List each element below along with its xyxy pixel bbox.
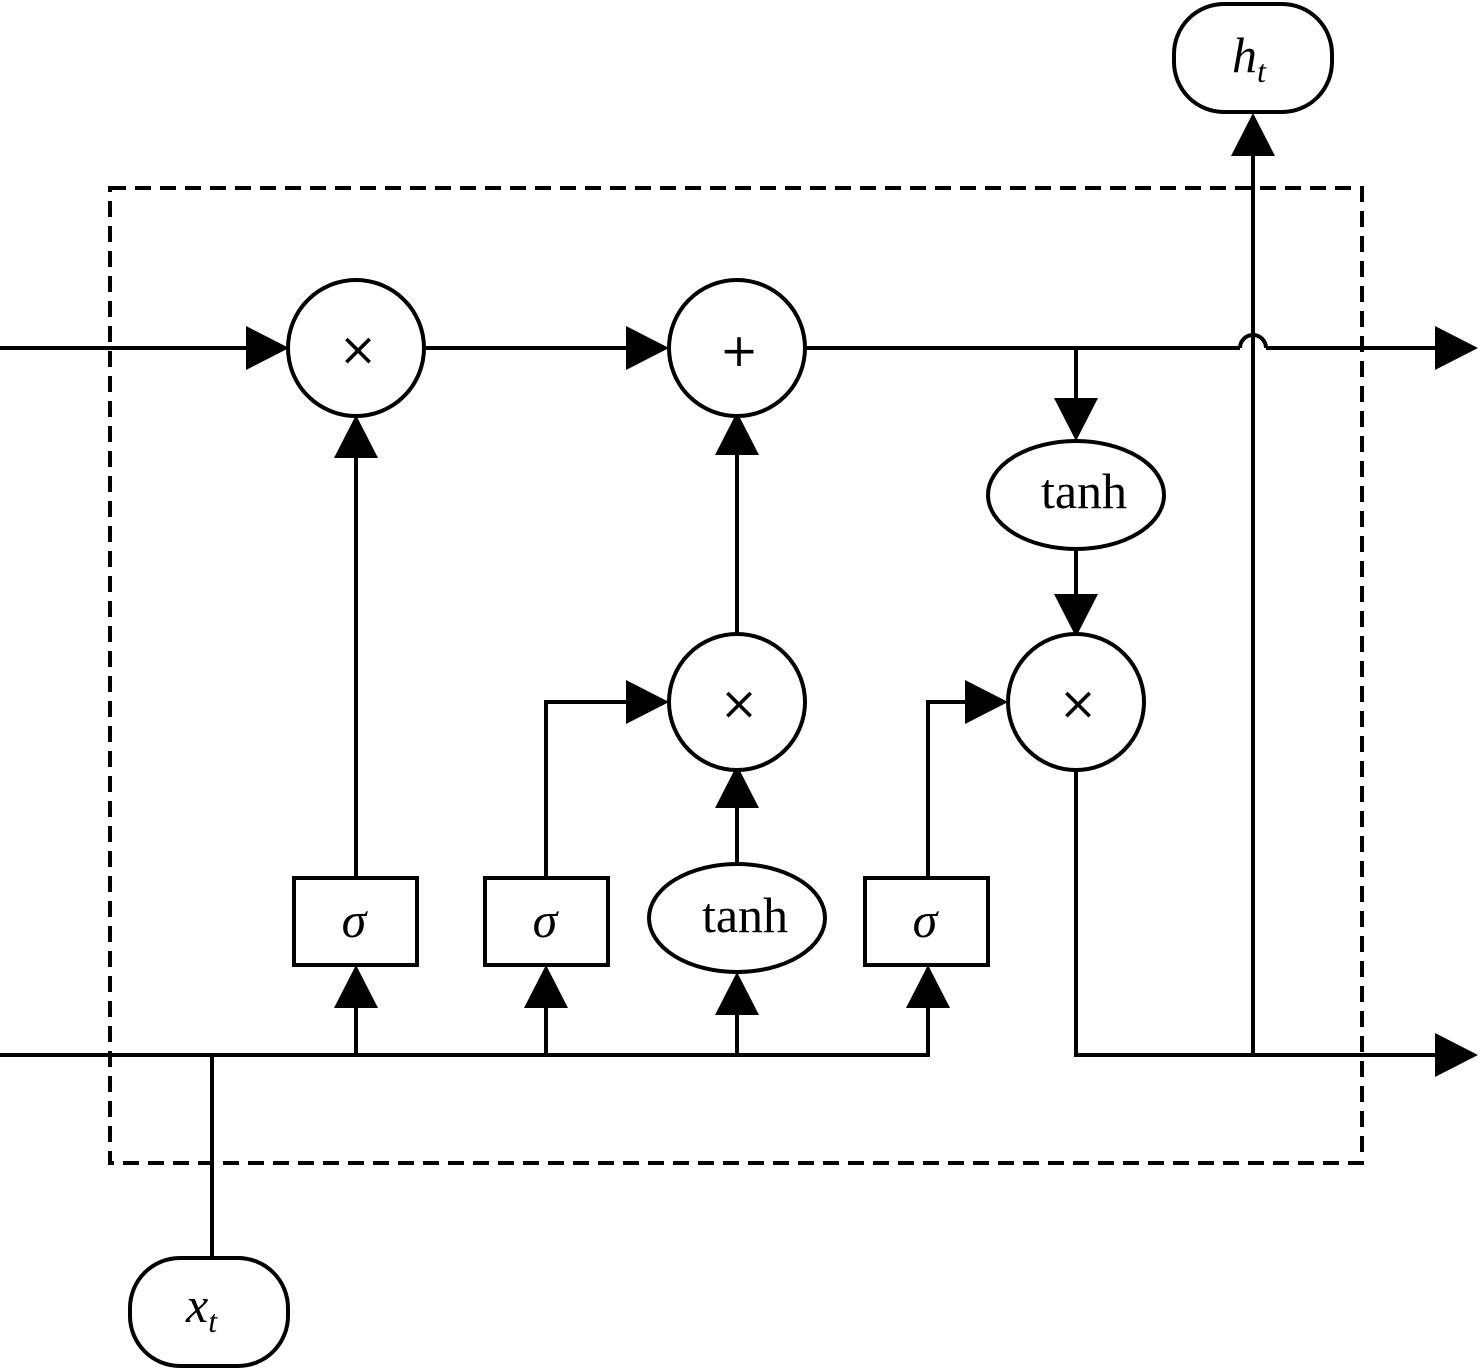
arrow-into-forget-gate xyxy=(334,965,378,1008)
candidate-tanh-node: tanh xyxy=(647,862,827,974)
input-gate-node: σ xyxy=(483,876,610,967)
arrow-into-output-multiply xyxy=(1054,594,1098,637)
output-gate-label: σ xyxy=(913,892,940,948)
arrow-into-ht xyxy=(1231,113,1275,156)
cell-add-symbol: + xyxy=(720,323,759,377)
forget-multiply-node: × xyxy=(286,278,426,418)
output-ht-sub: t xyxy=(1257,53,1267,89)
candidate-tanh-label: tanh xyxy=(702,887,788,943)
input-xt-label: xt xyxy=(185,1277,218,1339)
output-ht-terminal: ht xyxy=(1172,2,1334,114)
arrow-into-forget-multiply xyxy=(246,326,289,370)
forget-multiply-symbol: × xyxy=(339,322,378,376)
output-gate-out-line xyxy=(926,700,974,878)
arrow-into-output-gate xyxy=(906,965,950,1008)
input-multiply-node: × xyxy=(667,632,807,772)
hidden-out-line xyxy=(1074,766,1440,1057)
arrow-candidate-to-multiply xyxy=(715,765,759,808)
forget-gate-label: σ xyxy=(342,892,369,948)
input-gate-label: σ xyxy=(533,892,560,948)
output-ht-label: ht xyxy=(1232,27,1267,89)
output-ht-base: h xyxy=(1232,27,1257,83)
arrow-into-candidate-tanh xyxy=(715,972,759,1015)
input-gate-out-line xyxy=(544,700,635,878)
arrow-into-cell-add-below xyxy=(715,412,759,455)
cell-tanh-node: tanh xyxy=(986,439,1166,551)
forget-gate-node: σ xyxy=(292,876,419,967)
input-multiply-symbol: × xyxy=(720,676,759,730)
cell-boundary xyxy=(108,186,1364,1165)
output-multiply-node: × xyxy=(1006,632,1146,772)
input-xt-sub: t xyxy=(208,1303,218,1339)
arrow-cell-state-out xyxy=(1435,326,1478,370)
cell-add-node: + xyxy=(667,278,807,418)
input-xt-terminal: xt xyxy=(128,1256,290,1368)
arrow-input-gate-to-multiply xyxy=(626,680,669,724)
arrow-hidden-state-out xyxy=(1435,1033,1478,1077)
arrow-into-cell-add xyxy=(626,326,669,370)
arrow-forget-gate-to-multiply xyxy=(334,415,378,458)
input-xt-base: x xyxy=(185,1277,208,1333)
cell-tanh-label: tanh xyxy=(1041,463,1127,519)
arrow-into-input-gate xyxy=(524,965,568,1008)
output-gate-node: σ xyxy=(863,876,990,967)
arrow-output-gate-to-multiply xyxy=(965,680,1008,724)
output-multiply-symbol: × xyxy=(1059,676,1098,730)
arrow-into-cell-tanh xyxy=(1054,398,1098,441)
